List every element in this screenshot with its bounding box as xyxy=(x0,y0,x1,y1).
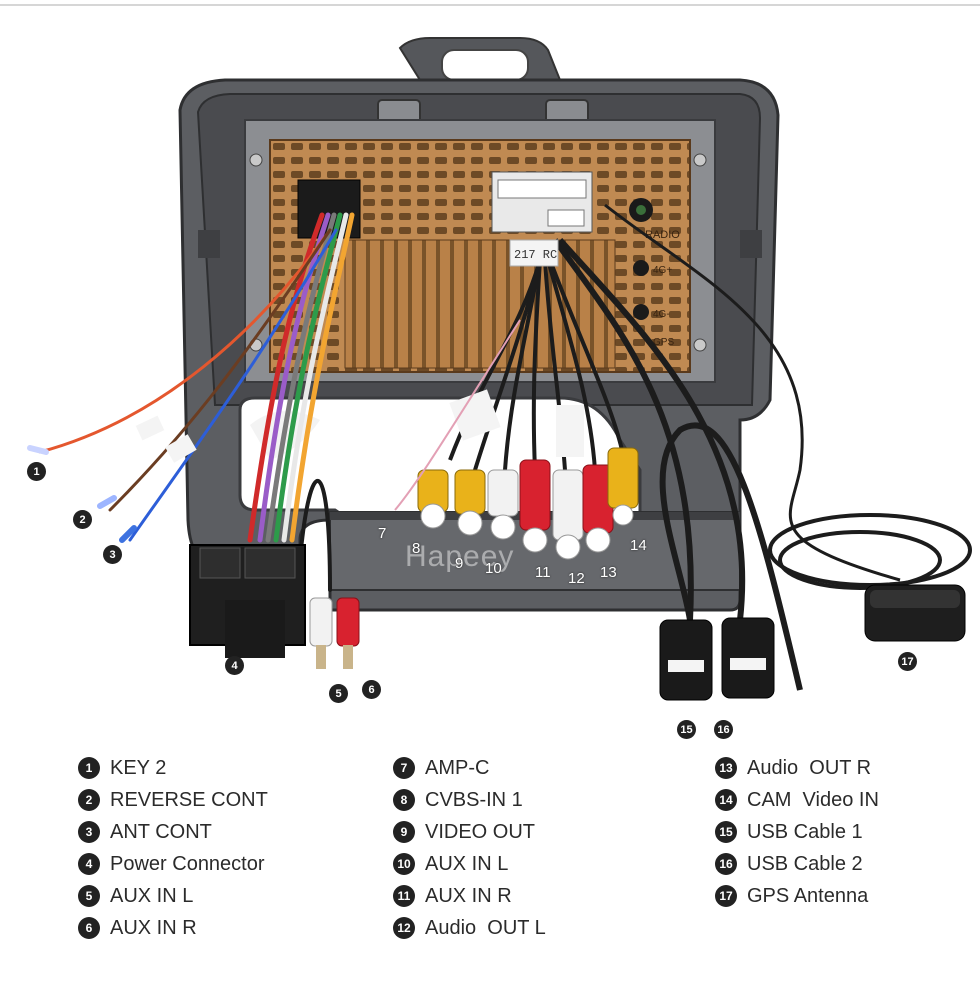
legend-item: 4 Power Connector xyxy=(78,848,268,880)
legend-label: Audio OUT R xyxy=(747,756,872,779)
callout-badge-17: 17 xyxy=(898,652,917,671)
port-num-8: 8 xyxy=(412,540,421,557)
legend-number-badge: 8 xyxy=(393,789,415,811)
usb-cables xyxy=(659,422,803,701)
legend-column-1: 1 KEY 2 2 REVERSE CONT 3 ANT CONT 4 Power Co… xyxy=(78,752,268,944)
legend-label: Power Connector xyxy=(110,852,265,875)
legend-item: 16 USB Cable 2 xyxy=(715,848,879,880)
legend-number-badge: 1 xyxy=(78,757,100,779)
port-num-7: 7 xyxy=(378,525,387,542)
legend-item: 11 AUX IN R xyxy=(393,880,546,912)
legend-label: AUX IN L xyxy=(425,852,509,875)
gps-antenna xyxy=(768,513,972,642)
four-g-minus-label: 4G- xyxy=(653,309,670,320)
rca-plug-12 xyxy=(552,469,584,560)
watermark: Hapeey xyxy=(405,540,515,573)
legend-label: AUX IN R xyxy=(425,884,512,907)
callout-badge-2: 2 xyxy=(73,510,92,529)
four-g-plus-label: 4G+ xyxy=(653,265,672,276)
legend-item: 7 AMP-C xyxy=(393,752,546,784)
rca-plug-8 xyxy=(417,469,449,529)
legend-label: CAM Video IN xyxy=(747,788,879,811)
legend-label: USB Cable 2 xyxy=(747,852,863,875)
legend-label: USB Cable 1 xyxy=(747,820,863,843)
legend-label: CVBS-IN 1 xyxy=(425,788,523,811)
legend-item: 6 AUX IN R xyxy=(78,912,268,944)
callout-badge-1: 1 xyxy=(27,462,46,481)
legend-item: 12 Audio OUT L xyxy=(393,912,546,944)
rca-plug-14 xyxy=(607,447,639,526)
legend-number-badge: 11 xyxy=(393,885,415,907)
legend-label: AUX IN L xyxy=(110,884,194,907)
legend-label: AUX IN R xyxy=(110,916,197,939)
aux-rca-pair xyxy=(309,597,360,669)
port-num-14: 14 xyxy=(630,537,647,554)
radio-label: RADIO xyxy=(645,229,680,241)
legend-item: 17 GPS Antenna xyxy=(715,880,879,912)
legend-item: 15 USB Cable 1 xyxy=(715,816,879,848)
legend-number-badge: 6 xyxy=(78,917,100,939)
callout-badge-16: 16 xyxy=(714,720,733,739)
top-divider xyxy=(0,4,980,6)
gps-label: GPS xyxy=(653,337,674,348)
legend-item: 3 ANT CONT xyxy=(78,816,268,848)
legend-label: AMP-C xyxy=(425,756,490,779)
legend-label: VIDEO OUT xyxy=(425,820,536,843)
legend-item: 10 AUX IN L xyxy=(393,848,546,880)
legend-number-badge: 16 xyxy=(715,853,737,875)
legend-number-badge: 3 xyxy=(78,821,100,843)
legend-number-badge: 10 xyxy=(393,853,415,875)
port-num-11: 11 xyxy=(535,564,551,581)
legend-number-badge: 2 xyxy=(78,789,100,811)
legend-item: 9 VIDEO OUT xyxy=(393,816,546,848)
legend-item: 1 KEY 2 xyxy=(78,752,268,784)
callout-badge-15: 15 xyxy=(677,720,696,739)
rca-plug-10 xyxy=(487,469,519,540)
port-num-13: 13 xyxy=(600,564,617,581)
legend-label: KEY 2 xyxy=(110,756,167,779)
legend-item: 8 CVBS-IN 1 xyxy=(393,784,546,816)
rca-loom xyxy=(448,203,901,621)
loom-tag: 217 RC xyxy=(514,248,557,262)
legend-label: ANT CONT xyxy=(110,820,212,843)
legend-number-badge: 15 xyxy=(715,821,737,843)
legend-number-badge: 13 xyxy=(715,757,737,779)
power-harness xyxy=(38,212,355,592)
legend-label: REVERSE CONT xyxy=(110,788,268,811)
legend-number-badge: 4 xyxy=(78,853,100,875)
legend-number-badge: 7 xyxy=(393,757,415,779)
rca-plug-9 xyxy=(454,469,486,536)
legend-number-badge: 5 xyxy=(78,885,100,907)
power-connector xyxy=(189,544,306,658)
radio-unit-photo: RADIO 4G+ 4G- GPS xyxy=(27,37,972,701)
legend-item: 5 AUX IN L xyxy=(78,880,268,912)
legend-number-badge: 9 xyxy=(393,821,415,843)
port-num-10: 10 xyxy=(485,560,502,577)
legend-label: Audio OUT L xyxy=(425,916,546,939)
port-num-9: 9 xyxy=(455,555,464,572)
legend-number-badge: 12 xyxy=(393,917,415,939)
callout-badge-4: 4 xyxy=(225,656,244,675)
legend-item: 14 CAM Video IN xyxy=(715,784,879,816)
rca-plug-11 xyxy=(519,459,551,553)
callout-badge-6: 6 xyxy=(362,680,381,699)
rca-plugs xyxy=(417,447,639,560)
callout-badge-3: 3 xyxy=(103,545,122,564)
rca-plug-13 xyxy=(582,464,614,553)
legend-item: 2 REVERSE CONT xyxy=(78,784,268,816)
legend-label: GPS Antenna xyxy=(747,884,869,907)
port-num-12: 12 xyxy=(568,570,585,587)
legend-number-badge: 17 xyxy=(715,885,737,907)
legend-number-badge: 14 xyxy=(715,789,737,811)
callout-badge-5: 5 xyxy=(329,684,348,703)
legend-item: 13 Audio OUT R xyxy=(715,752,879,784)
